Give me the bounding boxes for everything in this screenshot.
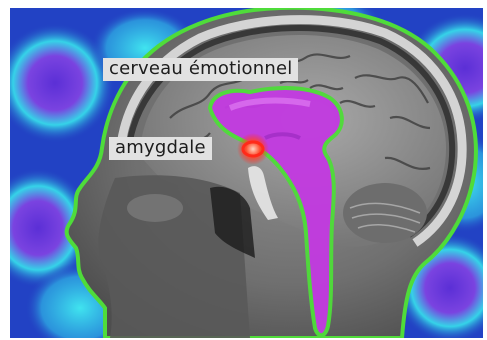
emotional-brain-label: cerveau émotionnel: [103, 58, 298, 81]
amygdala-label: amygdale: [109, 137, 212, 160]
mri-video-frame: cerveau émotionnel amygdale: [10, 8, 483, 338]
